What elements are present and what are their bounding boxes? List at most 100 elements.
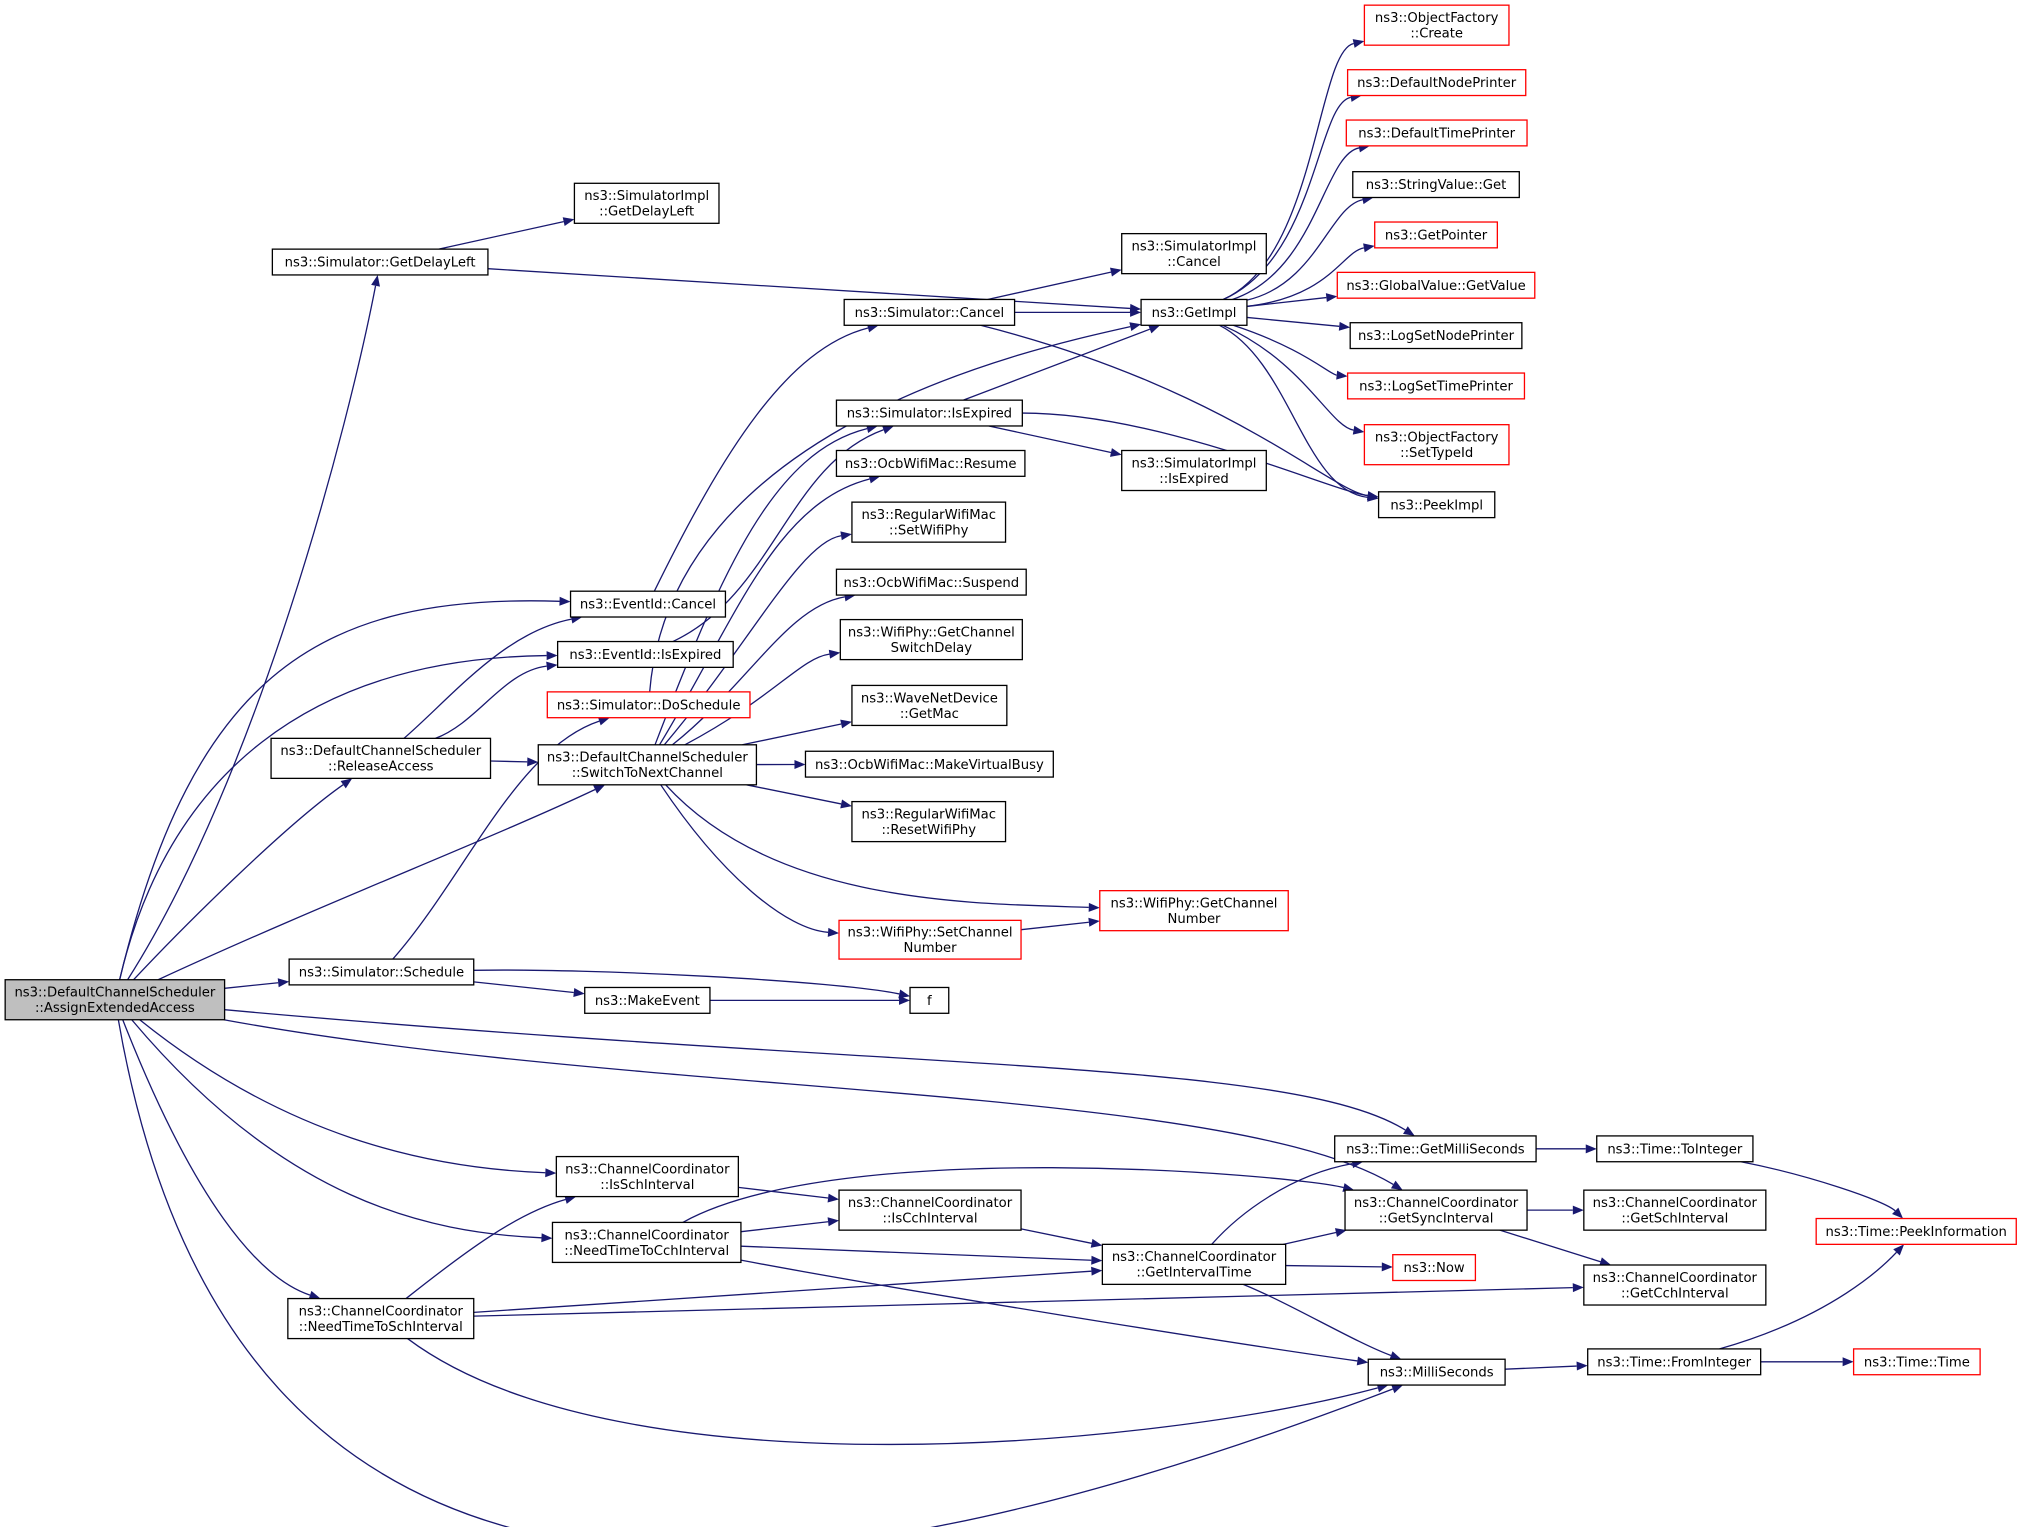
node-box[interactable] bbox=[838, 919, 1022, 960]
node-box[interactable] bbox=[1349, 322, 1523, 350]
node-getCchInterval[interactable]: ns3::ChannelCoordinator::GetCchInterval bbox=[1583, 1264, 1767, 1306]
node-box[interactable] bbox=[1852, 1348, 1981, 1376]
node-box[interactable] bbox=[270, 737, 492, 780]
node-box[interactable] bbox=[835, 449, 1026, 477]
node-f[interactable]: f bbox=[909, 986, 950, 1014]
node-defTimePrinter[interactable]: ns3::DefaultTimePrinter bbox=[1345, 119, 1528, 147]
node-getDelayLeft[interactable]: ns3::Simulator::GetDelayLeft bbox=[271, 248, 489, 276]
node-box[interactable] bbox=[1121, 232, 1267, 275]
node-box[interactable] bbox=[851, 800, 1007, 843]
node-box[interactable] bbox=[1587, 1348, 1762, 1376]
node-makeEvent[interactable]: ns3::MakeEvent bbox=[584, 986, 711, 1014]
node-box[interactable] bbox=[835, 399, 1023, 427]
node-box[interactable] bbox=[1099, 890, 1289, 932]
node-ocbVirtualBusy[interactable]: ns3::OcbWifiMac::MakeVirtualBusy bbox=[804, 750, 1054, 778]
node-box[interactable] bbox=[1363, 4, 1510, 46]
node-globalGetValue[interactable]: ns3::GlobalValue::GetValue bbox=[1336, 271, 1536, 299]
node-box[interactable] bbox=[1583, 1264, 1767, 1306]
node-needSch[interactable]: ns3::ChannelCoordinator::NeedTimeToSchIn… bbox=[287, 1297, 475, 1340]
node-box[interactable] bbox=[851, 684, 1008, 727]
node-eventCancel[interactable]: ns3::EventId::Cancel bbox=[569, 590, 727, 618]
node-isSch[interactable]: ns3::ChannelCoordinator::IsSchInterval bbox=[555, 1155, 739, 1198]
node-box[interactable] bbox=[556, 640, 734, 669]
node-ofSetTypeId[interactable]: ns3::ObjectFactory::SetTypeId bbox=[1363, 424, 1510, 466]
node-waveGetMac[interactable]: ns3::WaveNetDevice::GetMac bbox=[851, 684, 1008, 727]
node-box[interactable] bbox=[1101, 1243, 1287, 1286]
node-switchToNext[interactable]: ns3::DefaultChannelScheduler::SwitchToNe… bbox=[537, 744, 758, 786]
node-box[interactable] bbox=[804, 750, 1054, 778]
node-getIntervalTime[interactable]: ns3::ChannelCoordinator::GetIntervalTime bbox=[1101, 1243, 1287, 1286]
node-milliSeconds[interactable]: ns3::MilliSeconds bbox=[1367, 1358, 1506, 1386]
node-now[interactable]: ns3::Now bbox=[1392, 1254, 1477, 1282]
node-getImpl[interactable]: ns3::GetImpl bbox=[1140, 298, 1248, 326]
node-toInteger[interactable]: ns3::Time::ToInteger bbox=[1596, 1135, 1754, 1163]
node-box[interactable] bbox=[1334, 1135, 1537, 1163]
node-box[interactable] bbox=[537, 744, 758, 786]
node-isCch[interactable]: ns3::ChannelCoordinator::IsCchInterval bbox=[838, 1189, 1022, 1231]
node-timeTime[interactable]: ns3::Time::Time bbox=[1852, 1348, 1981, 1376]
node-box[interactable] bbox=[909, 986, 950, 1014]
node-releaseAccess[interactable]: ns3::DefaultChannelScheduler::ReleaseAcc… bbox=[270, 737, 492, 780]
node-schedule[interactable]: ns3::Simulator::Schedule bbox=[288, 958, 475, 986]
node-defNodePrinter[interactable]: ns3::DefaultNodePrinter bbox=[1346, 69, 1527, 97]
node-implGetDelayLeft[interactable]: ns3::SimulatorImpl::GetDelayLeft bbox=[573, 182, 720, 224]
node-ocbResume[interactable]: ns3::OcbWifiMac::Resume bbox=[835, 449, 1026, 477]
node-box[interactable] bbox=[1352, 171, 1520, 199]
node-box[interactable] bbox=[1344, 1189, 1528, 1231]
node-implIsExpired[interactable]: ns3::SimulatorImpl::IsExpired bbox=[1121, 449, 1267, 492]
node-getSync[interactable]: ns3::ChannelCoordinator::GetSyncInterval bbox=[1344, 1189, 1528, 1231]
node-box[interactable] bbox=[1140, 298, 1248, 326]
node-box[interactable] bbox=[584, 986, 711, 1014]
node-doSchedule[interactable]: ns3::Simulator::DoSchedule bbox=[546, 691, 751, 719]
node-box[interactable] bbox=[573, 182, 720, 224]
node-needCch[interactable]: ns3::ChannelCoordinator::NeedTimeToCchIn… bbox=[551, 1221, 742, 1264]
node-box[interactable] bbox=[851, 501, 1007, 543]
node-simIsExpired[interactable]: ns3::Simulator::IsExpired bbox=[835, 399, 1023, 427]
node-logSetNode[interactable]: ns3::LogSetNodePrinter bbox=[1349, 322, 1523, 350]
node-box[interactable] bbox=[1346, 372, 1526, 400]
node-getSchInterval[interactable]: ns3::ChannelCoordinator::GetSchInterval bbox=[1583, 1189, 1767, 1231]
node-eventIsExpired[interactable]: ns3::EventId::IsExpired bbox=[556, 640, 734, 669]
node-logSetTime[interactable]: ns3::LogSetTimePrinter bbox=[1346, 372, 1526, 400]
node-box[interactable] bbox=[1346, 69, 1527, 97]
node-box[interactable] bbox=[1121, 449, 1267, 492]
node-box[interactable] bbox=[835, 568, 1027, 596]
node-box[interactable] bbox=[1377, 491, 1496, 519]
node-simCancel[interactable]: ns3::Simulator::Cancel bbox=[843, 298, 1016, 326]
node-regResetWifiPhy[interactable]: ns3::RegularWifiMac::ResetWifiPhy bbox=[851, 800, 1007, 843]
node-getMilli[interactable]: ns3::Time::GetMilliSeconds bbox=[1334, 1135, 1537, 1163]
node-peekImpl[interactable]: ns3::PeekImpl bbox=[1377, 491, 1496, 519]
node-box[interactable] bbox=[1392, 1254, 1477, 1282]
node-peekInfo[interactable]: ns3::Time::PeekInformation bbox=[1815, 1217, 2017, 1245]
node-regSetWifiPhy[interactable]: ns3::RegularWifiMac::SetWifiPhy bbox=[851, 501, 1007, 543]
node-box[interactable] bbox=[287, 1297, 475, 1340]
node-box[interactable] bbox=[288, 958, 475, 986]
node-box[interactable] bbox=[1815, 1217, 2017, 1245]
node-ofCreate[interactable]: ns3::ObjectFactory::Create bbox=[1363, 4, 1510, 46]
node-box[interactable] bbox=[1363, 424, 1510, 466]
node-getPointer[interactable]: ns3::GetPointer bbox=[1374, 221, 1498, 249]
node-box[interactable] bbox=[1596, 1135, 1754, 1163]
node-fromInteger[interactable]: ns3::Time::FromInteger bbox=[1587, 1348, 1762, 1376]
node-box[interactable] bbox=[838, 1189, 1022, 1231]
node-box[interactable] bbox=[551, 1221, 742, 1264]
node-implCancel[interactable]: ns3::SimulatorImpl::Cancel bbox=[1121, 232, 1267, 275]
node-assign[interactable]: ns3::DefaultChannelScheduler::AssignExte… bbox=[4, 979, 226, 1021]
node-box[interactable] bbox=[271, 248, 489, 276]
node-box[interactable] bbox=[1336, 271, 1536, 299]
node-ocbSuspend[interactable]: ns3::OcbWifiMac::Suspend bbox=[835, 568, 1027, 596]
node-box[interactable] bbox=[4, 979, 226, 1021]
node-box[interactable] bbox=[569, 590, 727, 618]
node-box[interactable] bbox=[1345, 119, 1528, 147]
node-box[interactable] bbox=[839, 618, 1023, 661]
node-stringGet[interactable]: ns3::StringValue::Get bbox=[1352, 171, 1520, 199]
node-box[interactable] bbox=[1374, 221, 1498, 249]
node-box[interactable] bbox=[843, 298, 1016, 326]
node-box[interactable] bbox=[1583, 1189, 1767, 1231]
node-box[interactable] bbox=[555, 1155, 739, 1198]
node-box[interactable] bbox=[546, 691, 751, 719]
node-box[interactable] bbox=[1367, 1358, 1506, 1386]
